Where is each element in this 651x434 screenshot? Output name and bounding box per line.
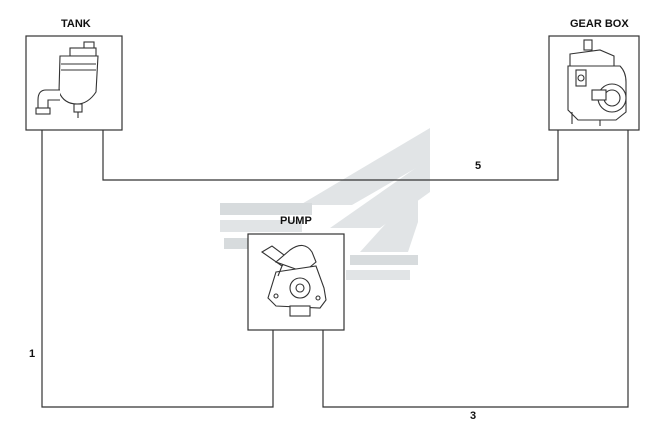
watermark-bar-1 (220, 203, 312, 215)
watermark-bar-2 (220, 220, 302, 232)
watermark-bar-4 (350, 255, 418, 265)
watermark-bar-5 (346, 270, 410, 280)
watermark-wing-2 (330, 158, 430, 228)
line-1-path (41, 130, 274, 408)
line-1-label: 1 (29, 348, 36, 360)
watermark-wing-3 (360, 188, 418, 252)
line-3-path (322, 130, 629, 408)
line-5-label: 5 (475, 160, 482, 172)
watermark-wing-1 (300, 128, 430, 205)
line-5-path (102, 130, 559, 181)
pump-icon (260, 244, 327, 317)
tank-icon (35, 41, 99, 118)
gear-box-label: GEAR BOX (570, 18, 629, 30)
line-3-label: 3 (470, 410, 477, 422)
gear-box-icon (567, 39, 627, 126)
tank-label: TANK (61, 18, 91, 30)
pump-label: PUMP (280, 215, 312, 227)
